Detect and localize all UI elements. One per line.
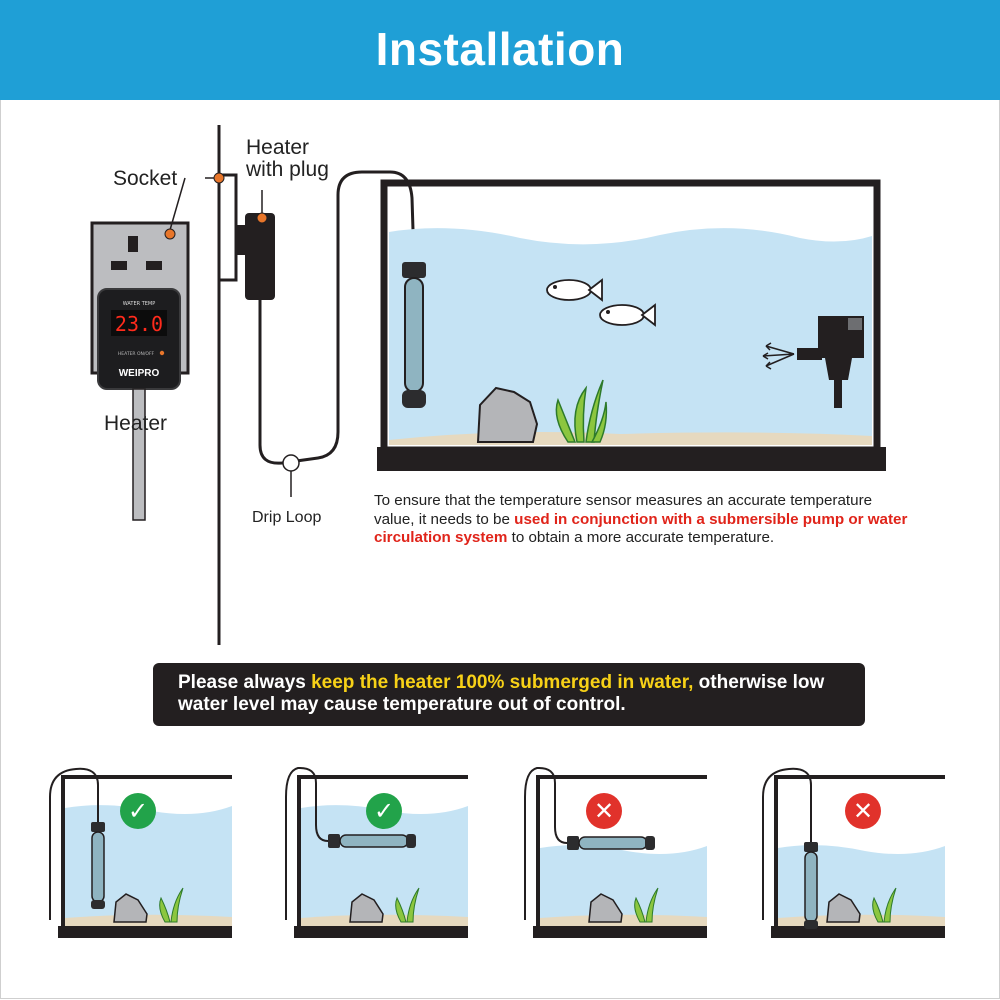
warning-part1: Please always [178,672,312,693]
main-plant [555,379,608,443]
example-tank-frame [297,775,468,926]
example-heater-tube [578,836,648,850]
cross-icon: ✕ [593,797,615,825]
heater-with-plug-label-line2: with plug [246,158,329,181]
controller-cable [132,388,146,521]
heater-plug [217,173,275,300]
example-heater-cap [804,842,818,852]
example-tank-base [58,926,232,938]
example-heater-tube [804,851,818,923]
cross-icon: ✕ [852,797,874,825]
note-highlight: used in conjunction with a submersible p… [374,510,908,547]
example-heater-end [91,900,105,909]
example-rock [588,893,623,923]
example-heater-cord [285,766,329,920]
main-rock [476,386,539,443]
main-aquarium [377,179,886,471]
heater-with-plug-label-line1: Heater [246,136,310,159]
example-tank-frame [774,775,945,926]
heater-plug-marker [256,212,268,224]
example-sand [540,914,707,926]
sensor-note: To ensure that the temperature sensor me… [374,492,914,548]
example-plant [872,887,897,923]
example-heater-end [406,834,416,848]
heater-controller: WATER TEMP 23.0 HEATER ON/OFF WEIPRO [97,288,181,390]
page-title: Installation [375,23,625,75]
brand-logo: WEIPRO [119,368,160,379]
indicator-light [159,350,165,356]
example-rock [349,893,384,923]
socket-label: Socket [113,167,178,190]
incorrect-badge: ✕ [586,793,622,829]
fish-1 [546,278,603,302]
example-water [65,805,232,926]
note-part1: To ensure that the temperature sensor me… [374,492,873,528]
heater-cord [258,170,416,465]
example-rock [113,893,148,923]
temperature-display: 23.0 [115,312,163,336]
example-sand [65,914,232,926]
example-tank-frame [536,775,707,926]
example-tank-base [771,926,945,938]
example-water [778,845,945,926]
example-tank-base [533,926,707,938]
example-heater-cap [567,836,579,850]
example-tank-frame [61,775,232,926]
example-heater-tube [339,834,409,848]
controller-header: WATER TEMP [123,301,156,307]
correct-badge: ✓ [120,793,156,829]
incorrect-badge: ✕ [845,793,881,829]
example-plant [395,887,420,923]
example-heater-end [804,920,818,929]
warning-text: Please always keep the heater 100% subme… [178,672,858,716]
example-tank-base [294,926,468,938]
example-water [540,845,707,926]
example-plant [634,887,659,923]
drip-loop-marker [282,454,300,472]
example-heater-cord [49,767,99,920]
example-plant [159,887,184,923]
title-banner: Installation [0,0,1000,100]
example-heater-cap [91,822,105,832]
plug-wall-marker [213,172,225,184]
warning-highlight: keep the heater 100% submerged in water, [311,672,694,693]
drip-loop-label: Drip Loop [252,509,322,526]
fish-2 [599,303,656,327]
check-icon: ✓ [127,797,149,825]
example-tanks [49,766,945,938]
warning-part2: otherwise low water level may cause temp… [178,672,825,715]
heater-label: Heater [104,412,168,435]
socket-marker [164,228,176,240]
controller-indicator: HEATER ON/OFF [118,351,155,357]
socket-leader [169,177,186,231]
example-heater-cord [762,767,812,920]
example-sand [301,914,468,926]
water-pump [762,316,864,408]
example-heater-end [645,836,655,850]
example-rock [826,893,861,923]
example-sand [778,914,945,926]
example-heater-cord [524,766,568,920]
example-heater-cap [328,834,340,848]
warning-box: Please always keep the heater 100% subme… [153,663,865,726]
note-part2: to obtain a more accurate temperature. [507,529,775,546]
correct-badge: ✓ [366,793,402,829]
example-heater-tube [91,831,105,903]
main-heater-tube [402,262,426,408]
check-icon: ✓ [373,797,395,825]
